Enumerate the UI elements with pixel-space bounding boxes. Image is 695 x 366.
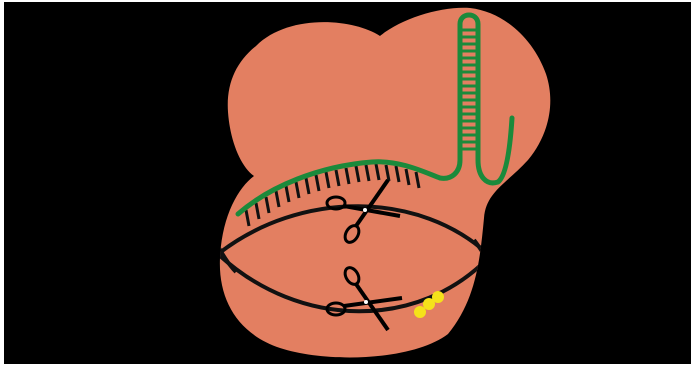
pam-dot bbox=[414, 306, 426, 318]
pam-dot bbox=[432, 291, 444, 303]
